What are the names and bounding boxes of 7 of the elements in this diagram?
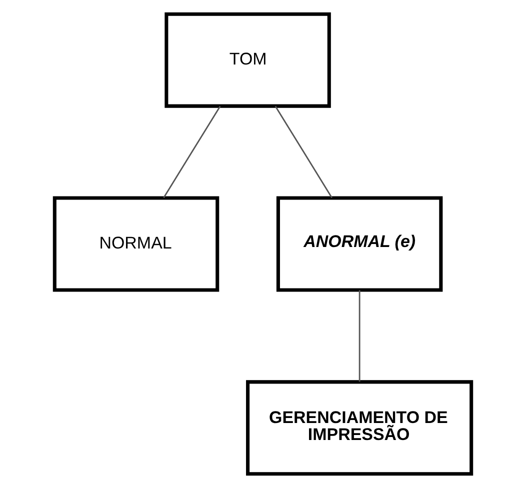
- node-box: ANORMAL (e): [276, 196, 443, 292]
- connector: [163, 106, 221, 198]
- connector: [358, 290, 360, 382]
- node-box: GERENCIAMENTO DE IMPRESSÃO: [246, 380, 474, 476]
- node-box: TOM: [164, 12, 331, 108]
- node-box: NORMAL: [52, 196, 220, 292]
- connector: [274, 106, 332, 198]
